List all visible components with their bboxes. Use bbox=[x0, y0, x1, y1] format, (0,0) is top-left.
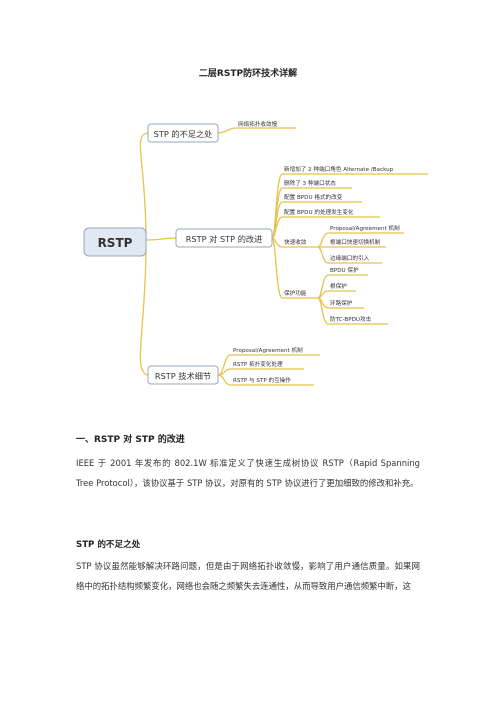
branch-label-stp-shortcomings: STP 的不足之处 bbox=[154, 129, 213, 139]
leaf-bpdu-processing: 配置 BPDU 的处理发生变化 bbox=[284, 208, 354, 216]
leaf-details-interop: RSTP 与 STP 的互操作 bbox=[233, 376, 291, 384]
mindmap-branch-rstp-improvements: RSTP 对 STP 的改进 bbox=[175, 228, 273, 248]
leaf-fc-proposal-agreement: Proposal/Agreement 机制 bbox=[330, 224, 400, 232]
paragraph-rstp-intro: IEEE 于 2001 年发布的 802.1W 标准定义了快速生成树协议 RST… bbox=[76, 458, 420, 488]
connector-pr-2 bbox=[317, 290, 356, 299]
leaf-fc-root-port-switch: 根端口快速切换机制 bbox=[330, 238, 381, 246]
leaf-bpdu-format: 配置 BPDU 格式的改变 bbox=[284, 193, 343, 201]
connector-root-stp-shortcomings bbox=[139, 132, 149, 241]
leaf-new-port-roles: 新增加了 2 种端口角色 Alternate /Backup bbox=[284, 165, 394, 173]
leaf-pr-bpdu-guard: BPDU 保护 bbox=[330, 266, 359, 274]
section-heading-rstp-improvements: 一、RSTP 对 STP 的改进 bbox=[76, 435, 185, 445]
leaf-details-topology-change: RSTP 拓扑变化处理 bbox=[233, 360, 283, 368]
leaf-fc-edge-port: 边缘端口的引入 bbox=[330, 254, 370, 262]
leaf-removed-port-states: 删除了 3 种端口状态 bbox=[284, 179, 336, 187]
connector-b2-c4 bbox=[271, 216, 380, 239]
branch-label-rstp-improvements: RSTP 对 STP 的改进 bbox=[186, 234, 263, 244]
mindmap-connectors bbox=[139, 127, 428, 386]
leaf-pr-root-guard: 根保护 bbox=[330, 282, 347, 290]
paragraph-stp-shortcomings: STP 协议虽然能够解决环路问题，但是由于网络拓扑收敛慢，影响了用户通信质量。如… bbox=[76, 561, 420, 591]
leaf-fast-convergence: 快速收敛 bbox=[284, 238, 307, 246]
connector-root-rstp-improvements bbox=[145, 237, 177, 241]
connector-b1-leaf bbox=[217, 127, 296, 134]
connector-b3-c3 bbox=[217, 374, 314, 386]
mindmap-root-node: RSTP bbox=[83, 227, 147, 257]
connector-root-rstp-details bbox=[139, 243, 149, 376]
leaf-slow-convergence: 网络拓扑收敛慢 bbox=[238, 120, 278, 128]
leaf-pr-tc-bpdu: 防TC-BPDU攻击 bbox=[330, 315, 372, 323]
document-title: 二层RSTP防环技术详解 bbox=[198, 69, 298, 79]
branch-label-rstp-details: RSTP 技术细节 bbox=[155, 371, 211, 381]
connector-fc-3 bbox=[317, 246, 382, 264]
leaf-details-proposal-agreement: Proposal/Agreement 机制 bbox=[233, 346, 303, 354]
mindmap-diagram: RSTP STP 的不足之处 RSTP 对 STP 的改进 RSTP 技术细节 … bbox=[83, 120, 428, 386]
mindmap-branch-stp-shortcomings: STP 的不足之处 bbox=[147, 123, 219, 143]
leaf-pr-loop-guard: 环路保护 bbox=[330, 299, 353, 307]
connector-pr-4 bbox=[317, 297, 388, 325]
mindmap-branch-rstp-details: RSTP 技术细节 bbox=[147, 365, 219, 385]
connector-b3-c2 bbox=[217, 368, 304, 376]
leaf-protection: 保护功能 bbox=[284, 289, 307, 297]
section-heading-stp-shortcomings: STP 的不足之处 bbox=[76, 540, 141, 550]
connector-b2-c6 bbox=[271, 237, 318, 299]
mindmap-root-label: RSTP bbox=[98, 236, 133, 250]
